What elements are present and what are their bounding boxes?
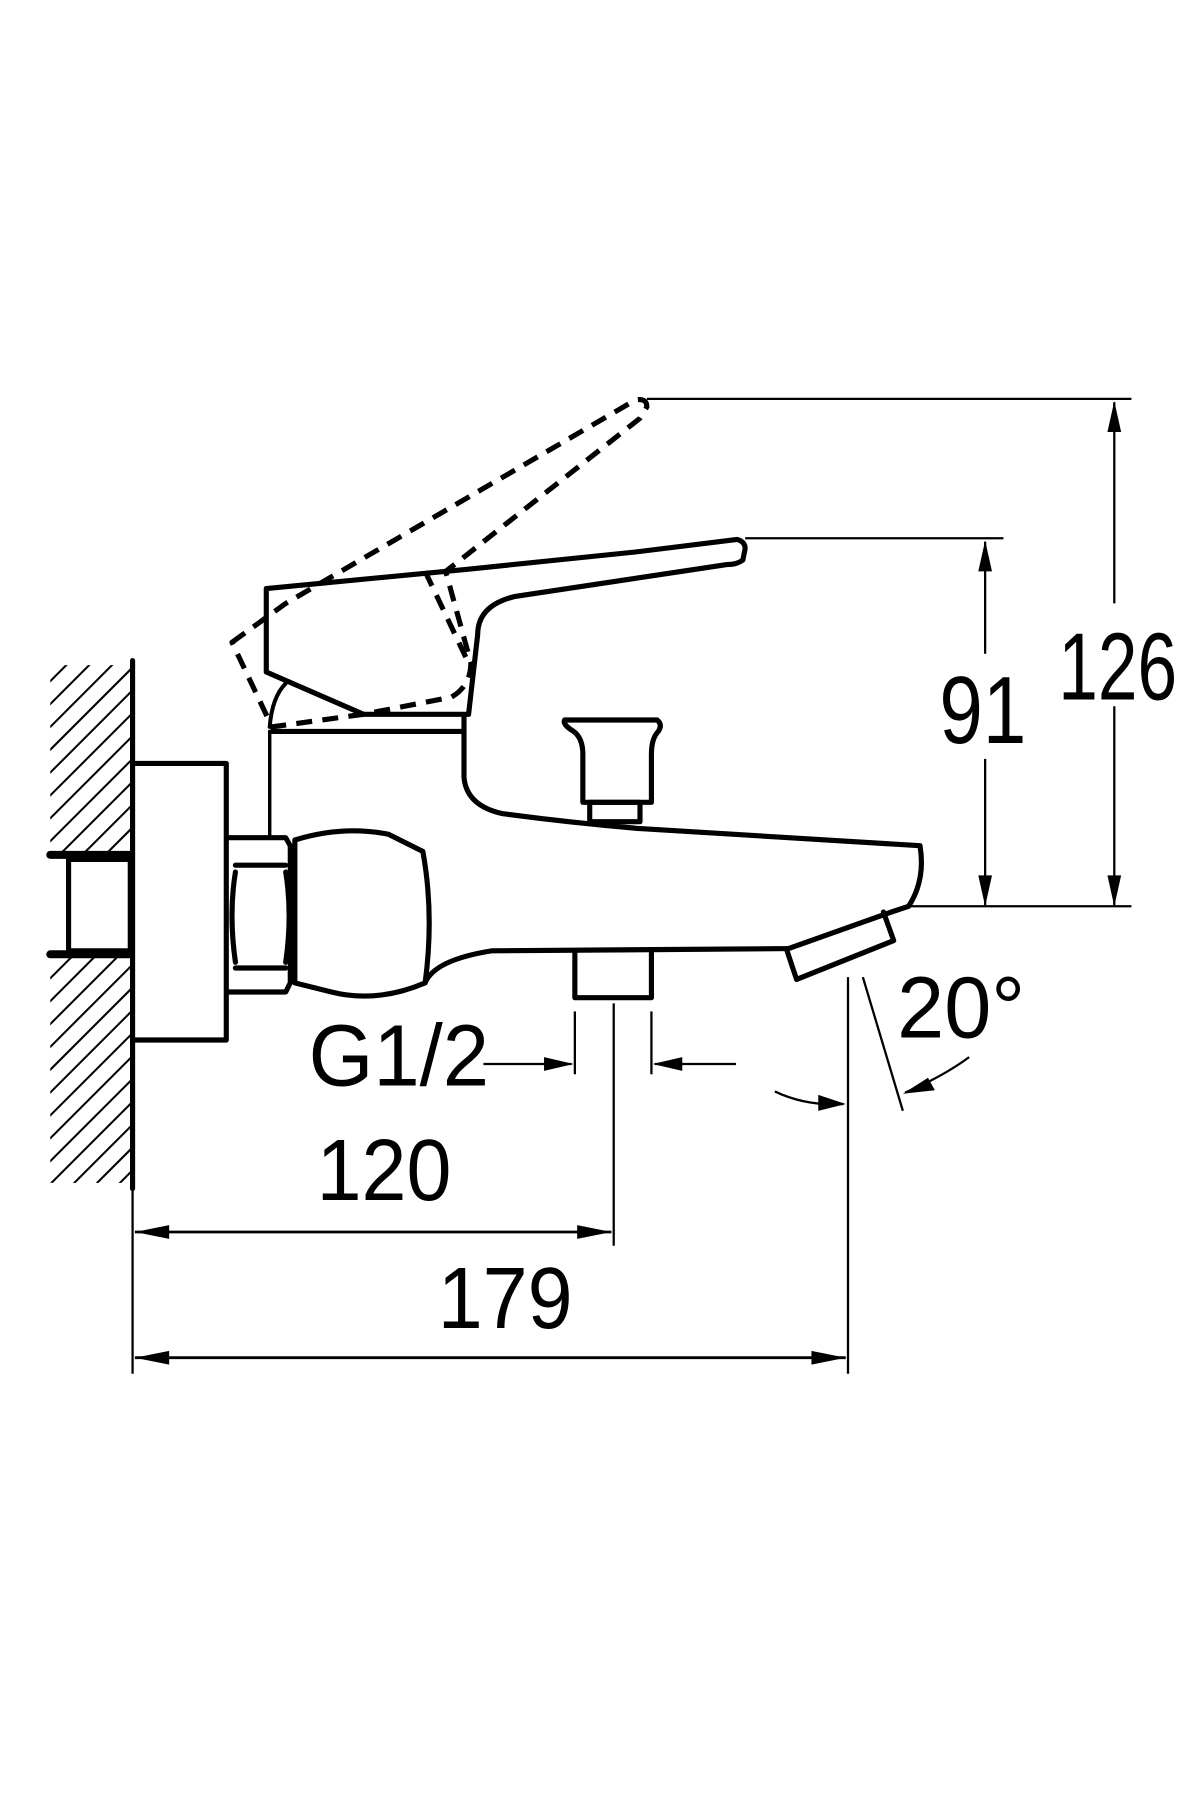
faucet-body	[292, 828, 432, 999]
dimension-126: 126	[646, 397, 1177, 907]
dimension-angle-20: 20°	[774, 960, 1025, 1112]
aerator	[783, 909, 897, 982]
wall-hatching	[50, 665, 131, 1183]
dimension-126-label: 126	[1058, 613, 1177, 720]
hex-nut	[225, 835, 293, 995]
dimension-angle-20-label: 20°	[897, 960, 1025, 1057]
dimension-179-label: 179	[438, 1250, 573, 1347]
diverter-knob	[561, 717, 663, 825]
dimension-179: 179	[131, 977, 850, 1374]
dimension-g1-2-label: G1/2	[309, 1008, 490, 1105]
dimension-91-label: 91	[939, 657, 1026, 764]
lever-closed	[263, 536, 748, 717]
lever-open-dashed	[229, 397, 650, 730]
dimension-g1-2: G1/2	[309, 1008, 736, 1105]
dimension-120: 120	[134, 1003, 615, 1246]
bottom-outlet	[572, 950, 654, 1001]
lever-open-inner-dashed	[422, 570, 469, 660]
dimension-120-label: 120	[317, 1122, 452, 1219]
cartridge-column	[268, 714, 467, 840]
cover-flange	[132, 760, 229, 1043]
dimension-91: 91	[745, 537, 1132, 908]
lever-pivot-arc	[267, 681, 288, 729]
spout	[422, 728, 924, 986]
wall-pipe	[46, 850, 135, 959]
